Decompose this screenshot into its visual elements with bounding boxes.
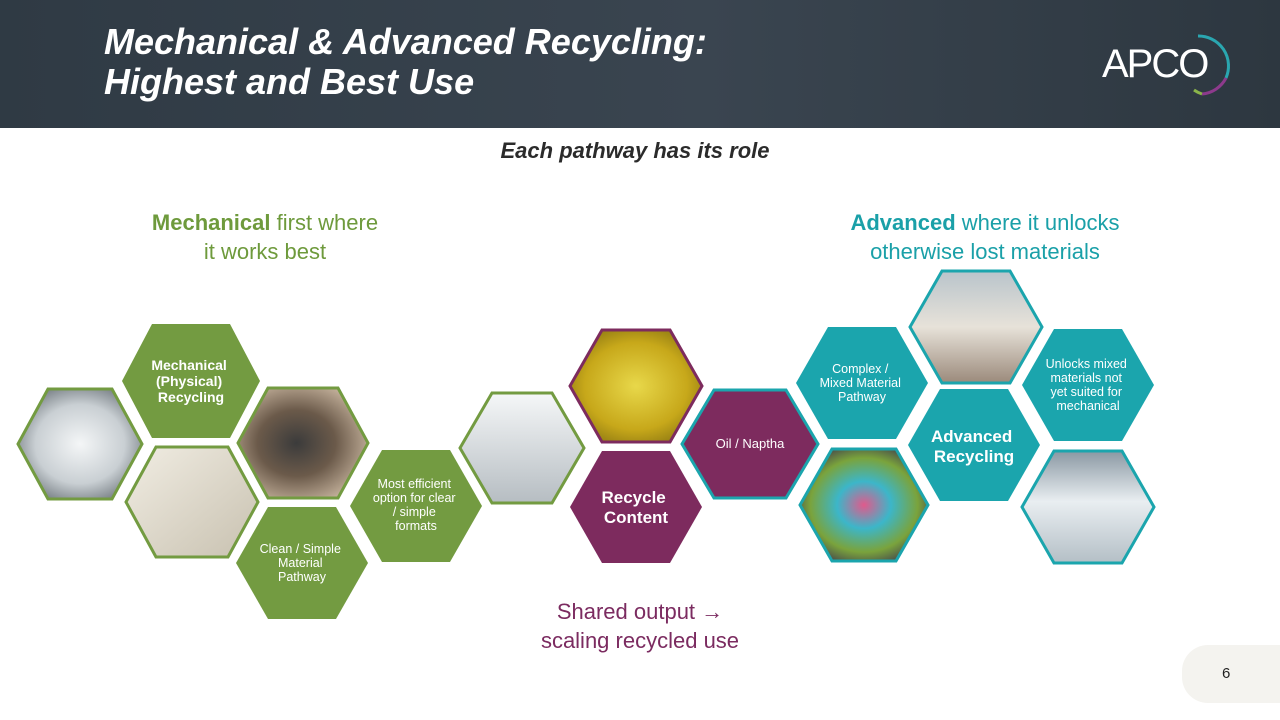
advanced-recycling-line-1: Advanced xyxy=(931,427,1012,446)
oil-droplets-image-hex xyxy=(570,330,702,442)
milk-jugs-image-hex xyxy=(126,447,258,557)
plastic-pellets-image-hex xyxy=(18,389,142,499)
shared-output-line-1: Shared output → xyxy=(557,599,723,624)
unlocks-mixed-hex-text: Unlocks mixed materials not yet suited f… xyxy=(1046,357,1131,413)
smokestacks-image-hex xyxy=(1022,451,1154,563)
clean-simple-line-2: Material xyxy=(278,556,322,570)
shared-output-line-2: scaling recycled use xyxy=(541,628,739,653)
recycle-content-hex xyxy=(570,451,702,563)
shared-output-caption: Shared output → scaling recycled use xyxy=(500,597,780,655)
mechanical-recycling-line-3: Recycling xyxy=(158,389,224,405)
storage-tanks-image-hex xyxy=(910,271,1042,383)
granules-image-hex xyxy=(238,388,368,498)
complex-mixed-line-2: Mixed Material xyxy=(820,376,901,390)
page-number: 6 xyxy=(1222,665,1230,682)
complex-mixed-line-1: Complex / xyxy=(832,362,889,376)
unlocks-mixed-line-1: Unlocks mixed xyxy=(1046,357,1127,371)
advanced-recycling-hex-text: Advanced Recycling xyxy=(931,427,1017,466)
most-efficient-line-2: option for clear xyxy=(373,491,456,505)
mechanical-recycling-line-2: (Physical) xyxy=(156,373,222,389)
recycle-content-line-1: Recycle xyxy=(601,488,665,507)
unlocks-mixed-line-2: materials not xyxy=(1050,371,1122,385)
clean-simple-line-1: Clean / Simple xyxy=(260,542,341,556)
clean-simple-line-3: Pathway xyxy=(278,570,327,584)
mechanical-recycling-hex-text: Mechanical (Physical) Recycling xyxy=(151,357,230,405)
mechanical-recycling-line-1: Mechanical xyxy=(151,357,226,373)
oil-naptha-hex-text: Oil / Naptha xyxy=(716,436,785,451)
oil-naptha-line-1: Oil / Naptha xyxy=(716,436,785,451)
recycle-content-line-2: Content xyxy=(604,508,669,527)
page-number-tab: 6 xyxy=(1182,645,1280,703)
mixed-plastics-image-hex xyxy=(800,449,928,561)
unlocks-mixed-line-4: mechanical xyxy=(1056,399,1119,413)
clear-bottles-image-hex xyxy=(460,393,584,503)
most-efficient-line-3: / simple xyxy=(393,505,436,519)
complex-mixed-line-3: Pathway xyxy=(838,390,887,404)
recycle-content-hex-text: Recycle Content xyxy=(601,488,670,527)
most-efficient-line-1: Most efficient xyxy=(378,477,452,491)
advanced-recycling-line-2: Recycling xyxy=(934,447,1014,466)
most-efficient-line-4: formats xyxy=(395,519,437,533)
unlocks-mixed-line-3: yet suited for xyxy=(1050,385,1122,399)
